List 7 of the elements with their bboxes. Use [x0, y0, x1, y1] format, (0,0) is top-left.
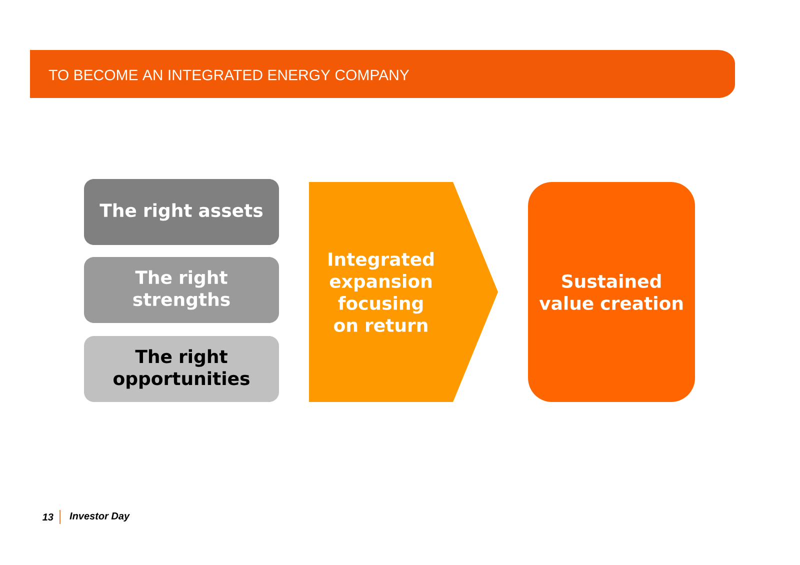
process-box: The right opportunities	[84, 336, 279, 402]
page-number: 13	[42, 513, 54, 521]
process-box: The right strengths	[84, 257, 279, 323]
footer-text: Investor Day	[70, 512, 130, 522]
title-band: TO BECOME AN INTEGRATED ENERGY COMPANY	[30, 50, 735, 98]
result-box: Sustained value creation	[528, 182, 695, 402]
process-box: The right assets	[84, 179, 279, 245]
